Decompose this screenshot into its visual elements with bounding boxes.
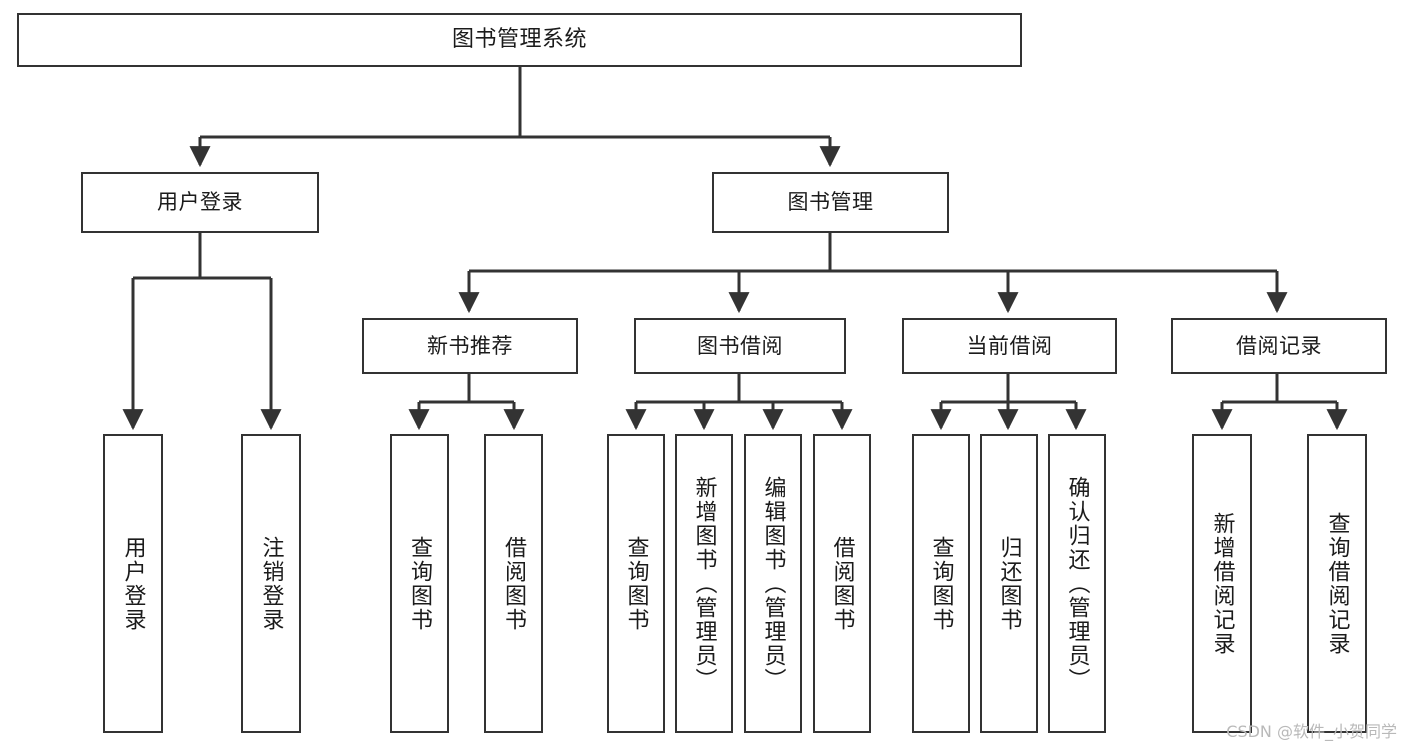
node-leaf-query-record[interactable]: 查询借阅记录 [1307,434,1367,733]
node-leaf-borrow-book-1-label: 借阅图书 [501,535,527,632]
node-root-label: 图书管理系统 [451,27,587,53]
node-leaf-logout-login-label: 注销登录 [258,535,284,632]
node-borrow-record[interactable]: 借阅记录 [1171,318,1387,374]
node-leaf-add-book[interactable]: 新增图书（管理员） [675,434,733,733]
node-book-borrow-label: 图书借阅 [697,333,783,358]
node-current-borrow[interactable]: 当前借阅 [902,318,1117,374]
node-current-borrow-label: 当前借阅 [966,333,1053,358]
node-leaf-borrow-book-2[interactable]: 借阅图书 [813,434,871,733]
node-leaf-query-book-3[interactable]: 查询图书 [912,434,970,733]
node-new-book-recommend-label: 新书推荐 [427,333,513,358]
node-leaf-query-record-label: 查询借阅记录 [1324,511,1350,656]
node-leaf-user-login-label: 用户登录 [120,535,146,632]
node-leaf-return-book[interactable]: 归还图书 [980,434,1038,733]
node-leaf-borrow-book-1[interactable]: 借阅图书 [484,434,543,733]
node-leaf-add-record[interactable]: 新增借阅记录 [1192,434,1252,733]
node-root[interactable]: 图书管理系统 [17,13,1022,67]
node-borrow-record-label: 借阅记录 [1236,333,1322,358]
node-book-borrow[interactable]: 图书借阅 [634,318,846,374]
node-user-login-label: 用户登录 [157,190,243,215]
node-leaf-user-login[interactable]: 用户登录 [103,434,163,733]
csdn-watermark: CSDN @软件_小贺同学 [1226,722,1397,741]
node-leaf-query-book-3-label: 查询图书 [928,535,954,632]
node-leaf-query-book-2-label: 查询图书 [623,535,649,632]
node-user-login[interactable]: 用户登录 [81,172,319,233]
node-leaf-add-record-label: 新增借阅记录 [1209,511,1235,656]
node-leaf-confirm-return[interactable]: 确认归还（管理员） [1048,434,1106,733]
node-leaf-edit-book-label: 编辑图书（管理员） [760,475,786,692]
node-leaf-borrow-book-2-label: 借阅图书 [829,535,855,632]
node-leaf-query-book-1-label: 查询图书 [407,535,433,632]
node-new-book-recommend[interactable]: 新书推荐 [362,318,578,374]
node-leaf-logout-login[interactable]: 注销登录 [241,434,301,733]
node-leaf-add-book-label: 新增图书（管理员） [691,475,717,692]
node-book-manage-label: 图书管理 [787,190,874,215]
node-leaf-return-book-label: 归还图书 [996,535,1022,632]
node-leaf-edit-book[interactable]: 编辑图书（管理员） [744,434,802,733]
node-leaf-query-book-1[interactable]: 查询图书 [390,434,449,733]
node-book-manage[interactable]: 图书管理 [712,172,949,233]
node-leaf-confirm-return-label: 确认归还（管理员） [1064,475,1090,692]
node-leaf-query-book-2[interactable]: 查询图书 [607,434,665,733]
